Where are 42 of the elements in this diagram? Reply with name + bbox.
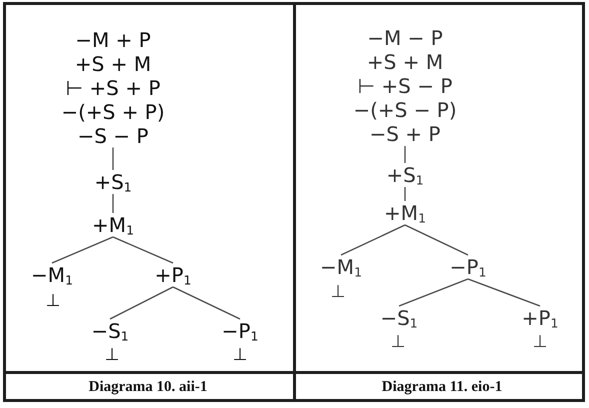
branch-line: [468, 278, 540, 307]
formula: −S + P: [368, 122, 442, 146]
formula: −M − P: [366, 26, 444, 50]
closed-branch-mark: ⊥: [330, 283, 346, 301]
branch-line: [340, 224, 406, 256]
formula: −M$_{1}$: [320, 255, 362, 279]
formula: +P$_{1}$: [522, 306, 558, 330]
formula: +P$_{1}$: [154, 263, 192, 287]
formula: +S + M: [74, 52, 152, 76]
formula: +M$_{1}$: [384, 201, 426, 225]
branch-line: [112, 148, 114, 170]
formula: −P$_{1}$: [222, 319, 258, 343]
branch-line: [112, 194, 114, 213]
formula: ⊢ +S + P: [64, 76, 162, 100]
branch-line: [404, 224, 468, 256]
branch-line: [404, 146, 406, 163]
closed-branch-mark: ⊥: [46, 292, 60, 310]
formula: −S$_{1}$: [380, 306, 418, 330]
formula: −(+S − P): [353, 98, 457, 122]
formula: +S$_{1}$: [386, 163, 424, 187]
closed-branch-mark: ⊥: [532, 333, 548, 351]
formula: −P$_{1}$: [450, 255, 486, 279]
branch-line: [404, 187, 406, 201]
formula: +S + M: [366, 50, 444, 74]
closed-branch-mark: ⊥: [104, 346, 120, 364]
formula: −M + P: [74, 28, 152, 52]
formula: +M$_{1}$: [92, 213, 134, 237]
branch-line: [112, 236, 174, 264]
formula: −S$_{1}$: [91, 319, 129, 343]
branch-line: [172, 286, 240, 320]
branch-line: [110, 286, 174, 320]
formula: −S − P: [76, 124, 150, 148]
closed-branch-mark: ⊥: [390, 333, 406, 351]
figure-caption: Diagrama 11. eio-1: [382, 378, 502, 396]
branch-line: [398, 278, 468, 307]
figure-caption: Diagrama 10. aii-1: [88, 378, 208, 396]
formula: +S$_{1}$: [94, 170, 132, 194]
closed-branch-mark: ⊥: [232, 346, 248, 364]
formula: ⊢ +S − P: [356, 74, 454, 98]
branch-line: [52, 236, 114, 264]
formula: −M$_{1}$: [31, 263, 73, 287]
formula: −(+S + P): [61, 100, 165, 124]
